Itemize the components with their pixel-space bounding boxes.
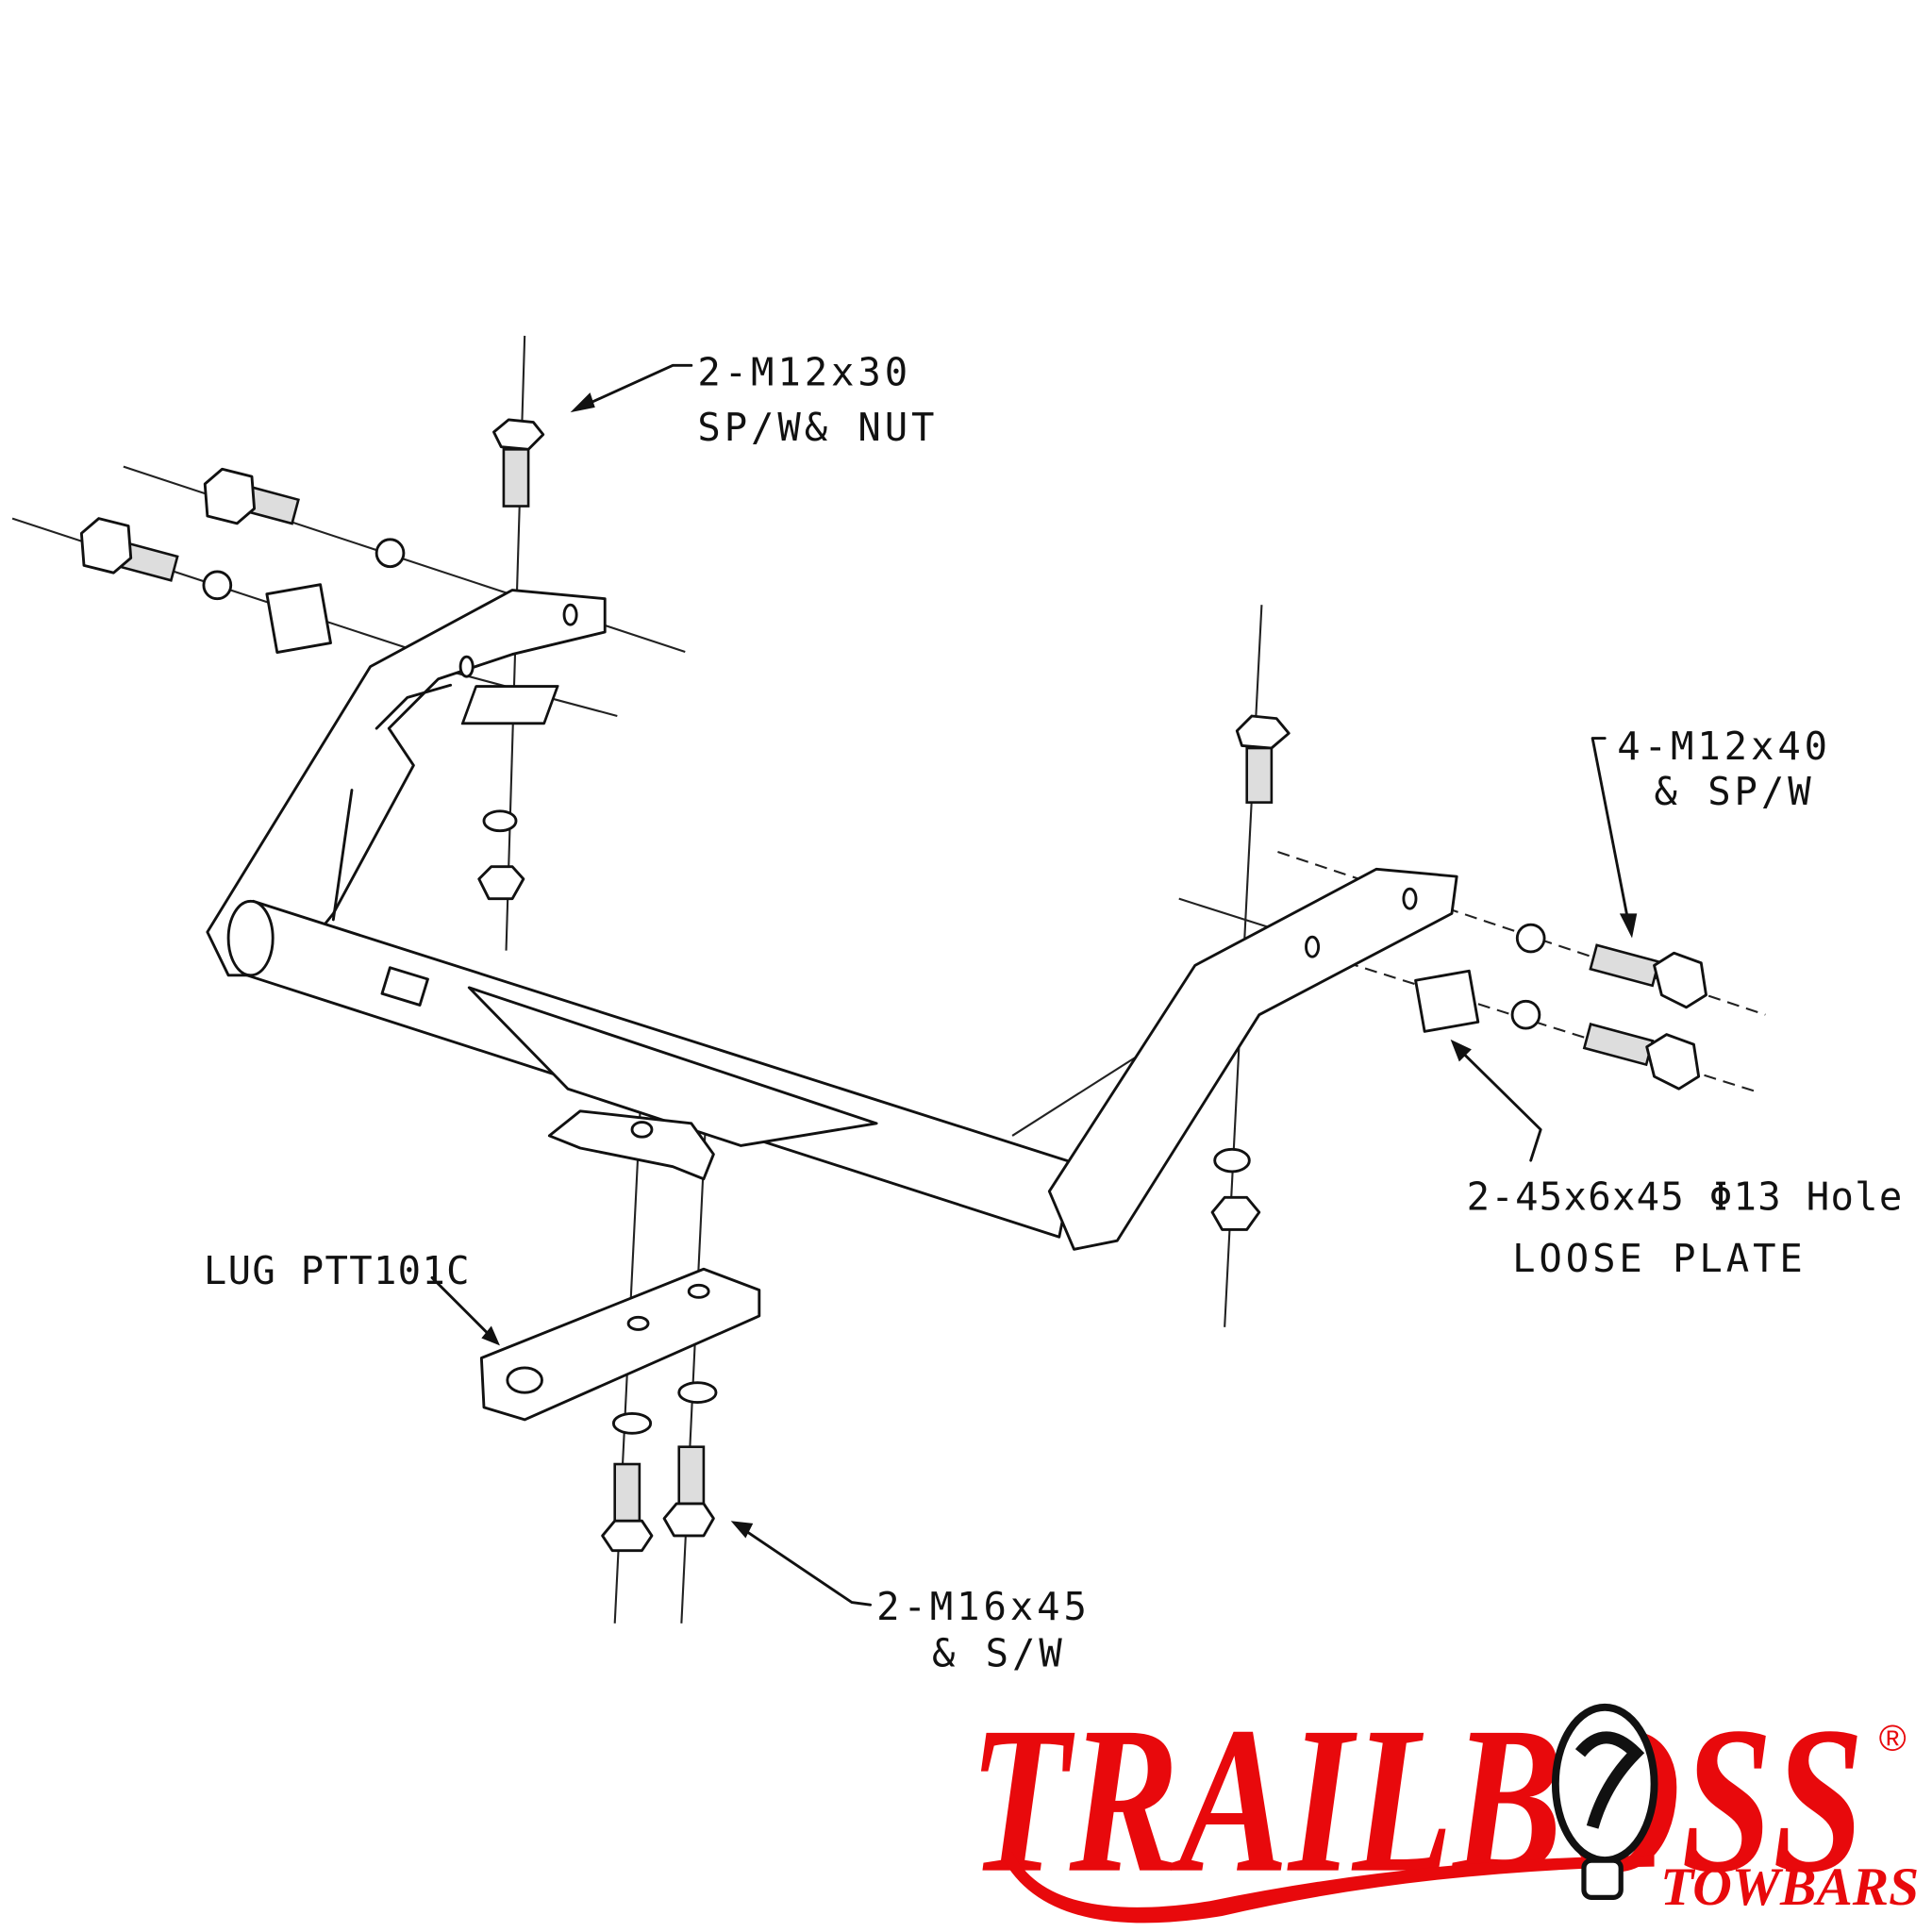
spring-washer-icon [375,538,406,569]
maker-badge [380,966,429,1007]
bolt-top-left [492,418,545,508]
logo-sub: TOWBARS [1660,1857,1919,1917]
spring-washer-icon [202,570,233,601]
left-loose-plate [265,583,332,654]
side-bolts-label: 4-M12x40 [1617,724,1831,769]
nut-icon [1210,1195,1261,1231]
lug-label: LUG PTT101C [204,1248,471,1293]
nut-icon [477,865,525,901]
trailboss-logo: TRAILBOSS TOWBARS ® [969,1685,1919,1924]
logo-swoosh [1002,1851,1655,1924]
bolt-left-upper [203,467,300,525]
bolt-left-lower [79,517,179,582]
top-bolts-label: 2-M12x30 [697,349,911,394]
loose-plate-label-2: LOOSE PLATE [1512,1236,1807,1281]
lug-bolts-label-2: & S/W [932,1631,1066,1676]
tow-lug [479,1267,761,1422]
right-loose-plate [1414,969,1480,1033]
lug-bolt-left [601,1462,654,1553]
top-square-plate [460,685,559,725]
spring-washer-icon [482,809,518,833]
spring-washer-icon [1515,923,1546,954]
spring-washer-icon [1213,1147,1251,1174]
washer-icon [611,1411,653,1435]
leader-arrows [430,363,1638,1607]
bolt-top-right [1235,714,1291,804]
bolt-right-lower [1582,1023,1701,1091]
registered-mark: ® [1879,1718,1907,1759]
right-side-bracket [1047,867,1458,1251]
hitch-receiver [467,986,878,1181]
side-bolts-label-2: & SP/W [1655,769,1815,814]
top-bolts-label-2: SP/W& NUT [697,405,938,450]
lug-bolts-label: 2-M16x45 [876,1584,1091,1629]
loose-plate-label: 2-45x6x45 Φ13 Hole [1467,1174,1904,1219]
spring-washer-icon [1510,999,1541,1030]
bolt-right-upper [1589,943,1707,1009]
washer-icon [677,1381,718,1405]
lug-bolt-right [662,1445,715,1538]
